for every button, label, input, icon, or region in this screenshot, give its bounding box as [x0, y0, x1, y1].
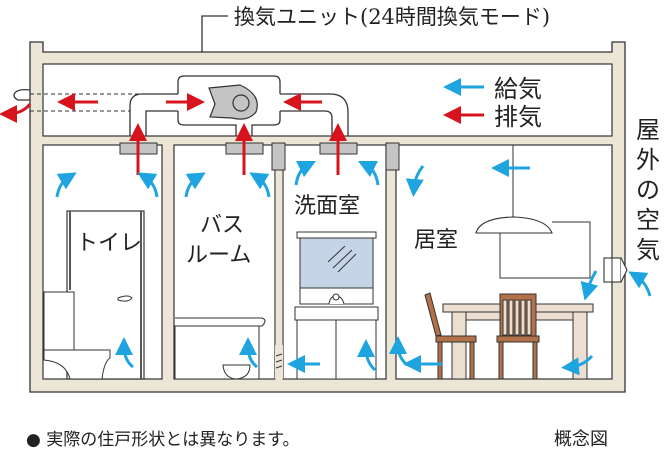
vanity	[294, 231, 379, 380]
fan-icon	[208, 84, 258, 120]
legend-exhaust-label: 排気	[494, 103, 542, 131]
svg-text:の: の	[636, 176, 660, 204]
toilet-fixture	[43, 291, 111, 380]
room-label-bath-line2: ルーム	[186, 243, 251, 268]
exhaust-hood	[0, 89, 140, 123]
door-frame-bath	[271, 142, 286, 171]
supply-arrows	[55, 159, 652, 376]
room-label-washroom: 洗面室	[294, 194, 360, 219]
outside-air-label: 屋 外 の 空 気	[636, 116, 660, 264]
bathtub	[174, 317, 266, 380]
door-vent-slits	[275, 353, 283, 369]
svg-text:屋: 屋	[636, 116, 660, 144]
exhaust-arrows	[57, 93, 347, 175]
legend: 給気 排気	[443, 75, 542, 131]
room-label-living: 居室	[414, 228, 458, 253]
door-frame-wash	[385, 142, 400, 171]
chair-center	[496, 293, 540, 380]
svg-text:気: 気	[636, 236, 660, 264]
legend-supply-label: 給気	[494, 75, 542, 103]
window-outline	[499, 221, 591, 279]
footnote: ● 実際の住戸形状とは異なります。	[26, 430, 300, 450]
duct-system	[129, 75, 349, 136]
svg-text:空: 空	[636, 206, 660, 234]
title: 換気ユニット(24時間換気モード)	[234, 5, 550, 29]
diagram-label: 概念図	[554, 428, 608, 450]
exhaust-out-arrow	[0, 103, 32, 123]
supply-vent-icon	[603, 257, 628, 283]
chair-left	[424, 292, 477, 380]
room-label-toilet: トイレ	[76, 231, 142, 256]
svg-text:外: 外	[636, 146, 660, 174]
room-label-bath-line1: バス	[200, 213, 244, 238]
pendant-lamp	[475, 145, 553, 234]
